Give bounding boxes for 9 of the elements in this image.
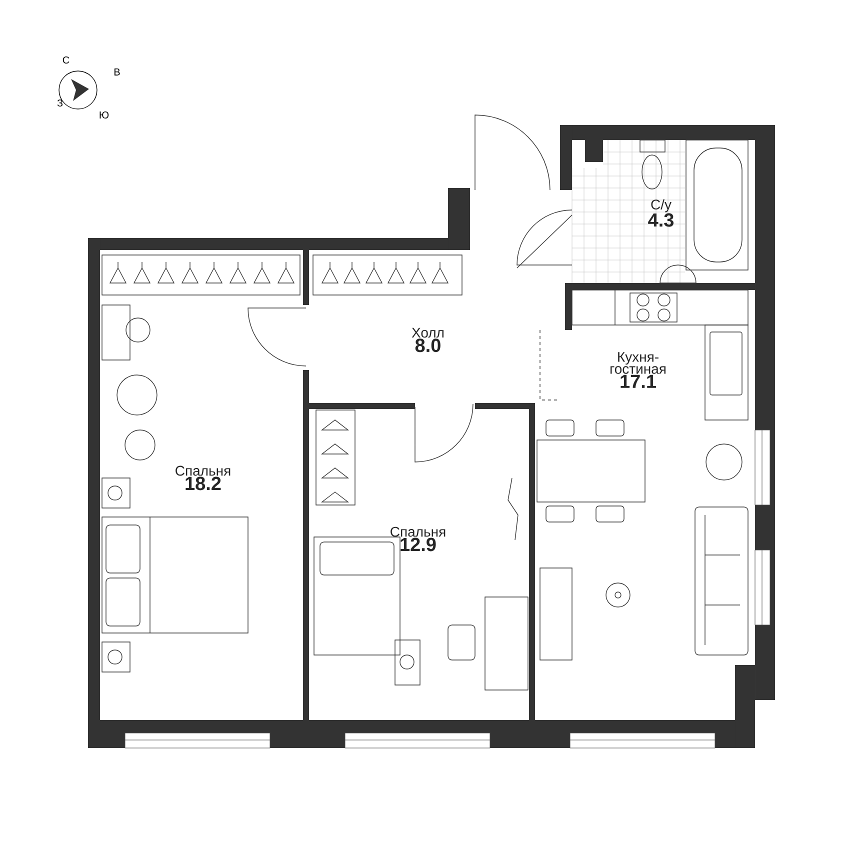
room-label: С/у 4.3 xyxy=(648,199,674,227)
compass-letter: С xyxy=(62,56,70,64)
compass-letter: Ю xyxy=(100,111,109,119)
compass-letter: З xyxy=(57,99,63,107)
room-label: Спальня 12.9 xyxy=(390,526,446,552)
compass-letter: В xyxy=(114,68,120,76)
room-label: Холл 8.0 xyxy=(412,328,444,352)
room-label: Спальня 18.2 xyxy=(176,466,230,490)
room-label: Кухня-гостиная 17.1 xyxy=(610,352,666,388)
